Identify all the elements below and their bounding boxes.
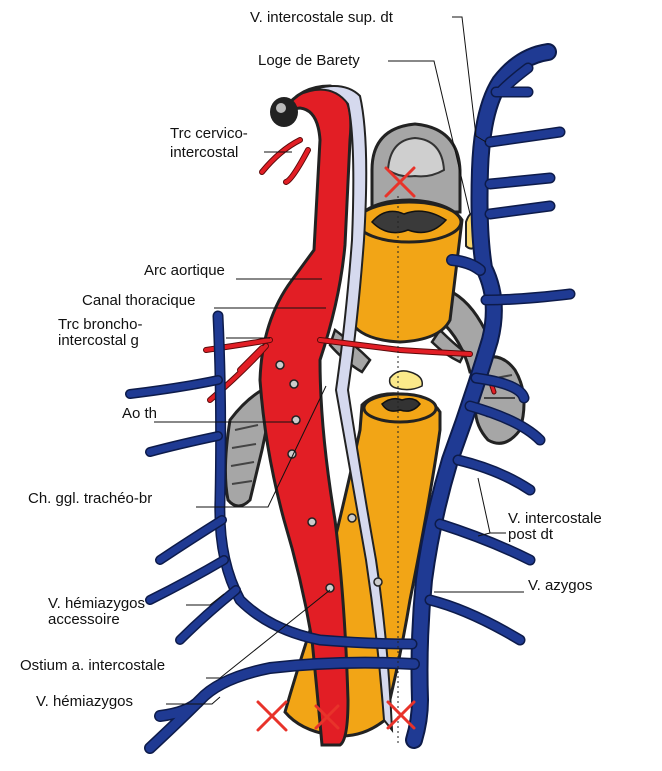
label-trc-cervico-2: intercostal bbox=[170, 144, 238, 161]
label-ostium: Ostium a. intercostale bbox=[20, 657, 165, 674]
label-trc-cervico: Trc cervico- bbox=[170, 125, 248, 142]
label-v-hemiazygos: V. hémiazygos bbox=[36, 693, 133, 710]
label-v-hemiazygos-acc-2: accessoire bbox=[48, 611, 120, 628]
label-canal-thoracique: Canal thoracique bbox=[82, 292, 195, 309]
label-arc-aortique: Arc aortique bbox=[144, 262, 225, 279]
label-ao-th: Ao th bbox=[122, 405, 157, 422]
esophagus-upper bbox=[350, 200, 462, 342]
label-v-intercostale-post-2: post dt bbox=[508, 526, 554, 543]
label-ch-ggl: Ch. ggl. trachéo-br bbox=[28, 490, 152, 507]
label-v-azygos: V. azygos bbox=[528, 577, 593, 594]
label-trc-broncho: Trc broncho- bbox=[58, 316, 142, 333]
label-v-hemiazygos-acc: V. hémiazygos bbox=[48, 595, 145, 612]
label-v-intercostale-sup-dt: V. intercostale sup. dt bbox=[250, 9, 394, 26]
label-loge-de-barety: Loge de Barety bbox=[258, 52, 360, 69]
label-v-intercostale-post: V. intercostale bbox=[508, 510, 602, 527]
label-trc-broncho-2: intercostal g bbox=[58, 332, 139, 349]
